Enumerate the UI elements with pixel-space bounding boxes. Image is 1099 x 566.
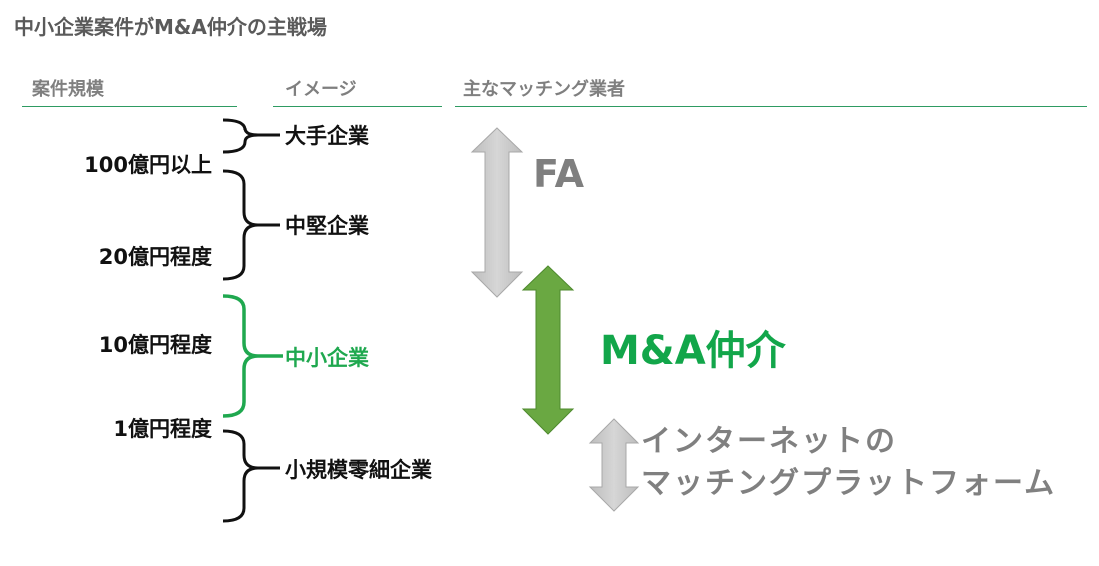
size-label-1oku: 1億円程度 [113, 417, 212, 441]
ma-double-arrow [521, 265, 575, 435]
company-midsize: 中堅企業 [285, 214, 369, 238]
brace-large [222, 118, 280, 154]
brace-micro [222, 429, 280, 523]
fa-double-arrow [470, 127, 524, 298]
player-ma-broker: M&A仲介 [600, 328, 786, 374]
header-players-underline [455, 106, 1087, 107]
size-label-100oku: 100億円以上 [84, 153, 212, 177]
size-label-10oku: 10億円程度 [98, 333, 212, 357]
company-micro: 小規模零細企業 [285, 458, 432, 482]
size-label-20oku: 20億円程度 [98, 245, 212, 269]
header-players: 主なマッチング業者 [463, 79, 625, 100]
player-internet-line2: マッチングプラットフォーム [641, 466, 1057, 501]
brace-midsize [222, 169, 280, 281]
header-case-size: 案件規模 [32, 79, 104, 100]
page-title: 中小企業案件がM&A仲介の主戦場 [14, 15, 327, 39]
company-sme: 中小企業 [285, 346, 369, 370]
player-internet-line1: インターネットの [641, 424, 897, 459]
company-large: 大手企業 [285, 124, 369, 148]
player-fa: FA [533, 152, 585, 196]
header-size-underline [22, 106, 237, 107]
internet-double-arrow [588, 418, 640, 512]
header-image-underline [273, 106, 442, 107]
brace-sme [222, 294, 283, 418]
header-image: イメージ [285, 79, 357, 100]
